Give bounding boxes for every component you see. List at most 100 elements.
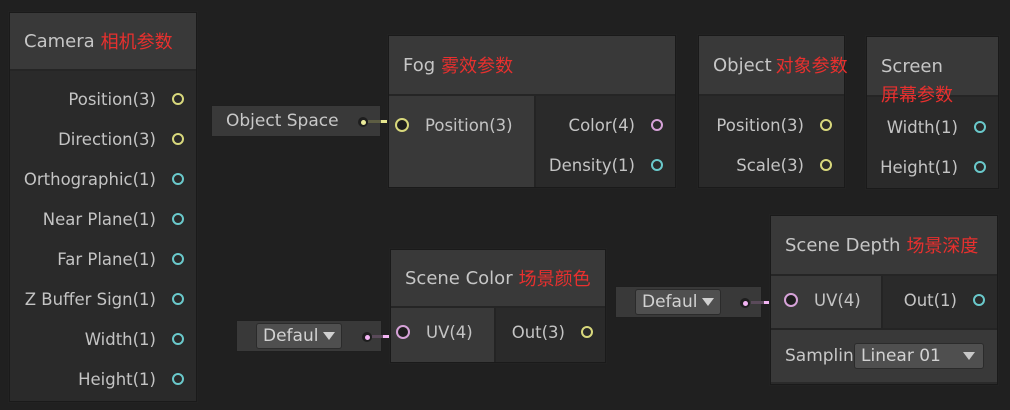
scene-depth-uv-dropdown[interactable]: Defaul [635, 289, 721, 315]
camera-port-height[interactable]: Height(1) [10, 359, 196, 399]
port-label: Z Buffer Sign(1) [24, 289, 156, 309]
object-title: Object [713, 54, 772, 76]
scene-depth-node[interactable]: Scene Depth 场景深度 UV(4) Out(1) Samplin Li… [770, 215, 998, 385]
camera-port-position[interactable]: Position(3) [10, 79, 196, 119]
object-space-output-icon[interactable] [358, 117, 368, 127]
object-title-annotation: 对象参数 [775, 56, 848, 77]
scene-color-node[interactable]: Scene Color 场景颜色 UV(4) Out(3) [390, 249, 606, 363]
port-label: Near Plane(1) [42, 209, 156, 229]
port-label: Height(1) [78, 369, 156, 389]
port-input-icon[interactable] [396, 325, 410, 339]
scene-depth-node-title[interactable]: Scene Depth 场景深度 [771, 216, 997, 276]
camera-port-near-plane[interactable]: Near Plane(1) [10, 199, 196, 239]
port-label: Position(3) [716, 115, 804, 135]
scene-depth-port-uv[interactable]: UV(4) [771, 280, 881, 320]
port-label: Position(3) [425, 115, 513, 135]
screen-node[interactable]: Screen 屏幕参数 Width(1) Height(1) [866, 36, 999, 189]
camera-port-orthographic[interactable]: Orthographic(1) [10, 159, 196, 199]
port-label: Density(1) [548, 155, 635, 175]
scene-color-node-title[interactable]: Scene Color 场景颜色 [391, 250, 605, 308]
dropdown-value: Linear 01 [861, 346, 941, 366]
camera-port-far-plane[interactable]: Far Plane(1) [10, 239, 196, 279]
chevron-down-icon [963, 352, 975, 360]
scene-depth-port-out[interactable]: Out(1) [883, 280, 997, 320]
fog-title-annotation: 雾效参数 [441, 56, 514, 77]
screen-title: Screen [881, 56, 943, 77]
scene-color-port-out[interactable]: Out(3) [496, 312, 605, 352]
port-label: Scale(3) [736, 155, 804, 175]
camera-title-annotation: 相机参数 [100, 32, 173, 53]
port-output-icon[interactable] [172, 253, 184, 265]
dropdown-value: Defaul [642, 292, 698, 312]
scene-color-uv-dropdown[interactable]: Defaul [256, 323, 342, 349]
port-label: UV(4) [426, 322, 473, 342]
object-port-position[interactable]: Position(3) [699, 105, 844, 145]
port-input-icon[interactable] [784, 293, 798, 307]
fog-port-color[interactable]: Color(4) [536, 105, 675, 145]
port-label: Width(1) [84, 329, 156, 349]
object-port-scale[interactable]: Scale(3) [699, 145, 844, 185]
object-space-node[interactable]: Object Space [211, 105, 381, 137]
wire-uv-to-scene-color [372, 335, 384, 338]
scene-depth-uv-output-icon[interactable] [740, 298, 750, 308]
port-output-icon[interactable] [172, 173, 184, 185]
object-node-title[interactable]: Object 对象参数 [699, 36, 848, 96]
scene-color-port-uv[interactable]: UV(4) [391, 312, 494, 352]
port-label: Color(4) [568, 115, 635, 135]
sampling-dropdown[interactable]: Linear 01 [854, 343, 984, 369]
scene-color-title: Scene Color [405, 267, 513, 289]
scene-color-title-annotation: 场景颜色 [518, 269, 591, 290]
fog-node-title[interactable]: Fog 雾效参数 [389, 36, 675, 96]
port-output-icon[interactable] [581, 326, 593, 338]
port-output-icon[interactable] [974, 161, 986, 173]
port-label: Out(3) [511, 322, 565, 342]
port-label: Direction(3) [58, 129, 156, 149]
sampling-label: Samplin [785, 346, 854, 366]
port-output-icon[interactable] [172, 93, 184, 105]
camera-port-z-buffer-sign[interactable]: Z Buffer Sign(1) [10, 279, 196, 319]
port-output-icon[interactable] [172, 373, 184, 385]
chevron-down-icon [702, 298, 714, 306]
port-output-icon[interactable] [172, 213, 184, 225]
port-output-icon[interactable] [172, 133, 184, 145]
port-output-icon[interactable] [973, 294, 985, 306]
fog-node[interactable]: Fog 雾效参数 Position(3) Color(4) Density(1) [388, 35, 676, 188]
camera-port-direction[interactable]: Direction(3) [10, 119, 196, 159]
port-output-icon[interactable] [172, 293, 184, 305]
screen-port-width[interactable]: Width(1) [867, 107, 998, 147]
wire-object-space-to-fog [368, 120, 382, 123]
port-label: Out(1) [903, 290, 957, 310]
scene-depth-title: Scene Depth [785, 234, 901, 256]
port-label: Width(1) [886, 117, 958, 137]
screen-title-annotation: 屏幕参数 [881, 85, 953, 106]
port-output-icon[interactable] [172, 333, 184, 345]
screen-port-height[interactable]: Height(1) [867, 147, 998, 187]
port-output-icon[interactable] [651, 119, 663, 131]
wire-uv-to-scene-depth [751, 301, 765, 304]
camera-port-width[interactable]: Width(1) [10, 319, 196, 359]
port-output-icon[interactable] [974, 121, 986, 133]
port-output-icon[interactable] [651, 159, 663, 171]
object-node[interactable]: Object 对象参数 Position(3) Scale(3) [698, 35, 848, 188]
camera-node-title[interactable]: Camera 相机参数 [10, 13, 196, 71]
scene-depth-uv-default-node[interactable]: Defaul [615, 286, 762, 318]
port-label: Height(1) [880, 157, 958, 177]
port-output-icon[interactable] [820, 119, 832, 131]
screen-node-title[interactable]: Screen 屏幕参数 [867, 37, 998, 106]
port-label: Far Plane(1) [57, 249, 156, 269]
camera-title: Camera [24, 30, 95, 52]
scene-depth-title-annotation: 场景深度 [906, 236, 979, 257]
fog-port-position[interactable]: Position(3) [389, 105, 534, 145]
object-space-label: Object Space [226, 111, 339, 131]
chevron-down-icon [323, 332, 335, 340]
camera-node[interactable]: Camera 相机参数 Position(3) Direction(3) Ort… [9, 12, 197, 402]
port-label: Position(3) [68, 89, 156, 109]
scene-color-uv-default-node[interactable]: Defaul [236, 320, 382, 352]
fog-title: Fog [403, 54, 436, 76]
fog-port-density[interactable]: Density(1) [536, 145, 675, 185]
port-output-icon[interactable] [820, 159, 832, 171]
port-label: Orthographic(1) [23, 169, 156, 189]
scene-color-uv-output-icon[interactable] [362, 332, 372, 342]
port-input-icon[interactable] [395, 118, 409, 132]
port-label: UV(4) [814, 290, 861, 310]
